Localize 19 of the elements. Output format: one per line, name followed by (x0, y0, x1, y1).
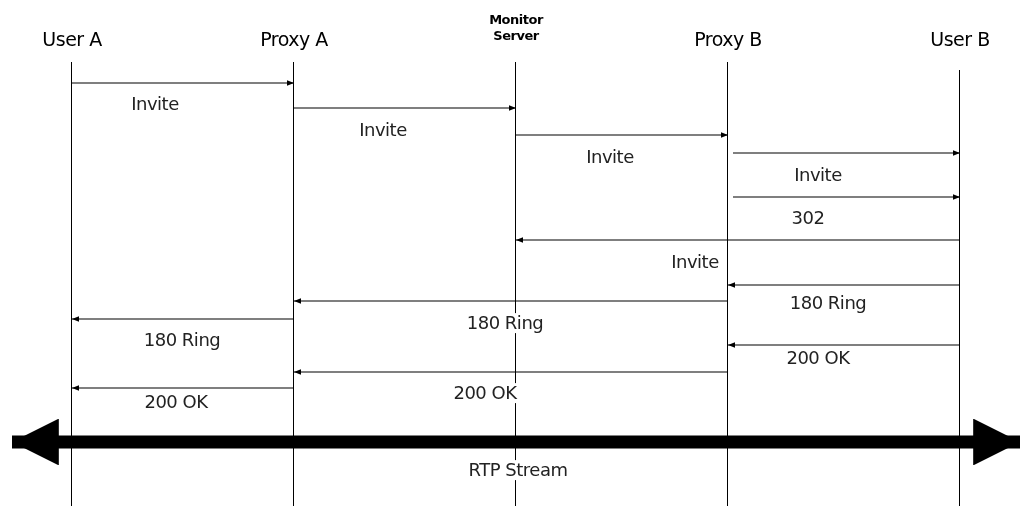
participant-label: Monitor Server (488, 12, 545, 45)
message-arrow (515, 132, 729, 138)
participant-label: User B (929, 28, 991, 51)
stream-arrow (12, 418, 1020, 466)
participant-label: Proxy A (259, 28, 329, 51)
message-arrow (727, 282, 961, 288)
participant-label: User A (41, 28, 103, 51)
message-arrow (71, 80, 295, 86)
message-arrow (293, 369, 729, 375)
edge-label: 200 OK (451, 383, 519, 403)
message-arrow (293, 298, 729, 304)
participant-label: Proxy B (693, 28, 763, 51)
message-arrow (293, 105, 517, 111)
message-arrow (732, 194, 961, 200)
message-arrow (71, 316, 295, 322)
message-arrow (71, 385, 295, 391)
message-arrow (515, 237, 961, 243)
message-arrow (732, 150, 961, 156)
message-arrow (727, 342, 961, 348)
